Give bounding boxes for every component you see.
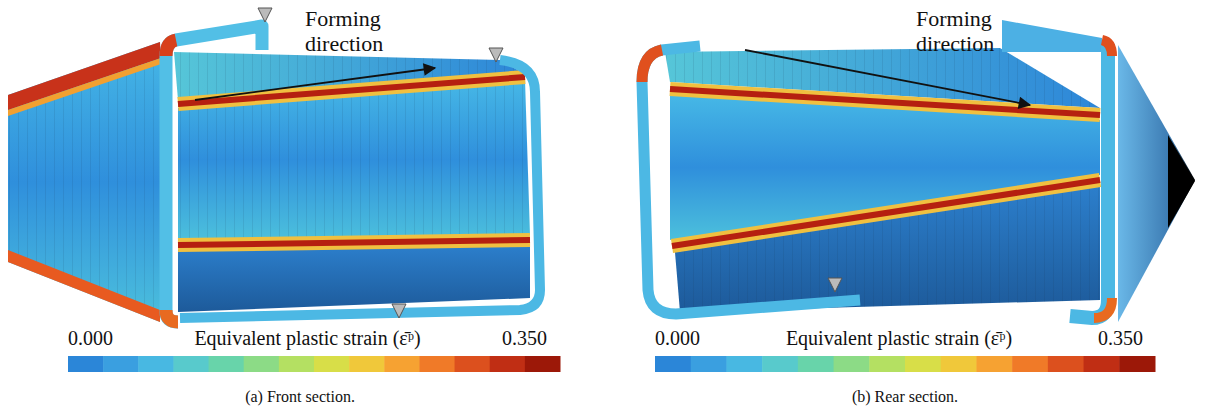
strain-band: [8, 42, 161, 110]
strain-band: [8, 250, 160, 322]
colorbar-step: [834, 356, 870, 372]
subfigure-caption: (b) Rear section.: [852, 388, 958, 406]
strain-fold: [672, 180, 1100, 246]
colorbar-step: [655, 356, 691, 372]
colorbar-title: Equivalent plastic strain (ε̄ᵖ): [194, 327, 420, 350]
strain-band: [8, 58, 161, 116]
colorbar-step: [905, 356, 941, 372]
strain-corner: [1094, 298, 1112, 318]
colorbar-step: [869, 356, 905, 372]
rear-section-model: [642, 20, 1195, 322]
colorbar-step: [1119, 356, 1155, 372]
colorbar-step: [103, 356, 139, 372]
bottom-inner-face: [675, 185, 1100, 312]
colorbar-step: [691, 356, 727, 372]
colorbar-step: [941, 356, 977, 372]
colorbar-step: [68, 356, 104, 372]
colorbar-title: Equivalent plastic strain (ε̄ᵖ): [786, 327, 1012, 350]
strain-fold: [178, 240, 530, 245]
colorbar: [655, 356, 1156, 372]
colorbar-step: [455, 356, 491, 372]
colorbar-step: [173, 356, 209, 372]
section-profile: [1070, 44, 1108, 318]
colorbar-step: [349, 356, 385, 372]
end-rim: [642, 46, 860, 314]
colorbar-step: [976, 356, 1012, 372]
strain-fold: [178, 77, 525, 104]
direction-label: Forming direction: [305, 6, 417, 56]
strain-fold: [672, 180, 1100, 246]
support-symbol: [258, 8, 272, 22]
colorbar-value: 0.000: [655, 327, 700, 350]
colorbar-step: [384, 356, 420, 372]
colorbar-step: [419, 356, 455, 372]
support-symbol: [489, 48, 503, 62]
bottom-inner-face: [178, 245, 530, 312]
mesh-lines: [675, 185, 1100, 312]
colorbar-step: [279, 356, 315, 372]
left-beam-face: [8, 42, 160, 322]
strain-corner: [166, 40, 176, 56]
colorbar-step: [1048, 356, 1084, 372]
mesh-lines: [8, 42, 160, 322]
colorbar-value: 0.350: [1098, 327, 1143, 350]
direction-arrow: [195, 68, 435, 100]
colorbar-step: [314, 356, 350, 372]
section-profile: [166, 26, 262, 322]
colorbar-step: [762, 356, 798, 372]
colorbar-value: 0.000: [68, 327, 113, 350]
strain-corner: [166, 310, 178, 322]
strain-fold: [178, 240, 530, 245]
colorbar-step: [798, 356, 834, 372]
colorbar-step: [138, 356, 174, 372]
front-section-model: [8, 8, 540, 322]
support-symbol: [828, 278, 842, 292]
strain-corner: [1102, 40, 1112, 56]
tool-tip: [1168, 135, 1195, 228]
strain-fold: [178, 77, 525, 104]
direction-label: Forming direction: [916, 6, 1028, 56]
end-rim: [180, 60, 540, 318]
colorbar-step: [244, 356, 280, 372]
flange-lip: [1002, 20, 1102, 52]
colorbar-value: 0.350: [502, 327, 547, 350]
strain-fold: [670, 89, 1100, 115]
tool-cone: [1118, 45, 1195, 322]
subfigure-caption: (a) Front section.: [245, 388, 355, 406]
direction-arrow: [745, 50, 1030, 105]
colorbar-step: [1012, 356, 1048, 372]
support-symbol: [392, 304, 406, 318]
colorbar-step: [726, 356, 762, 372]
colorbar-step: [209, 356, 245, 372]
strain-corner: [642, 50, 662, 82]
colorbar: [68, 356, 561, 372]
colorbar-step: [1084, 356, 1120, 372]
colorbars: [68, 356, 1156, 372]
colorbar-step: [490, 356, 526, 372]
strain-fold: [670, 89, 1100, 115]
colorbar-step: [525, 356, 561, 372]
